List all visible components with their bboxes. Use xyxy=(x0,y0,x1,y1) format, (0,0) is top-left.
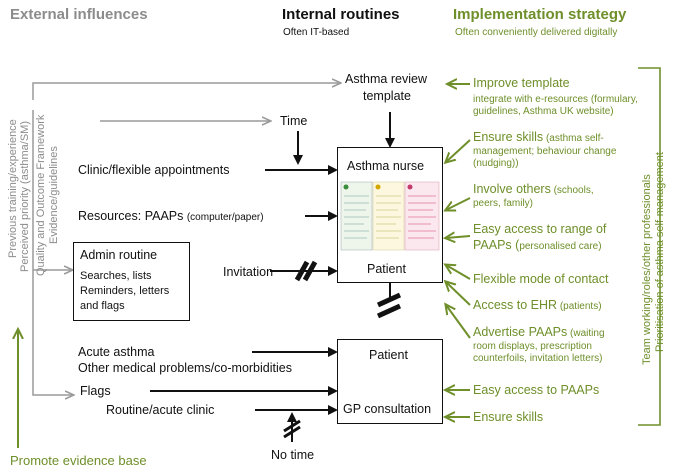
strategy-improve-template: Improve template xyxy=(473,76,570,90)
resources-main: Resources: PAAPs xyxy=(78,209,187,223)
strategy-access-ehr: Access to EHR xyxy=(473,298,558,312)
strategy-ensure-skills: Ensure skills xyxy=(473,130,544,144)
strategy-ensure-skills-detail-1: management; behaviour change xyxy=(473,146,617,157)
gp-consultation-label: GP consultation xyxy=(343,402,432,416)
strategy-access-ehr-inline: (patients) xyxy=(557,301,602,312)
asthma-nurse-box xyxy=(337,147,443,283)
implementation-arrows xyxy=(446,84,471,417)
admin-routine-title: Admin routine xyxy=(80,248,158,262)
external-arrows xyxy=(32,83,340,395)
external-previous-training: Previous training/experience xyxy=(7,119,19,258)
time-label: Time xyxy=(280,114,308,128)
acute-asthma-label: Acute asthma xyxy=(78,345,155,359)
right-prioritisation: Prioritisation of asthma self-management xyxy=(654,152,666,352)
strategy-involve-others-inline: (schools, xyxy=(550,185,594,196)
header-implementation-strategy: Implementation strategy xyxy=(453,6,627,23)
promote-evidence-base: Promote evidence base xyxy=(10,453,147,468)
external-evidence-guidelines: Evidence/guidelines xyxy=(48,146,60,244)
invitation-label: Invitation xyxy=(223,265,274,279)
patient-label-top: Patient xyxy=(367,262,406,276)
paap-thumbnails xyxy=(340,181,440,251)
team-bracket xyxy=(638,67,661,426)
patient-gp-box xyxy=(337,339,443,424)
clinic-appointments-label: Clinic/flexible appointments xyxy=(78,163,230,177)
internal-arrows xyxy=(150,112,395,442)
strategy-improve-template-detail-2: guidelines, Asthma UK website) xyxy=(473,106,614,117)
admin-routine-box xyxy=(73,242,190,321)
strategy-involve-others-detail: peers, family) xyxy=(473,198,534,209)
strategy-ensure-skills-inline: (asthma self- xyxy=(543,133,604,144)
header-internal-subtitle: Often IT-based xyxy=(283,27,350,38)
strategy-advertise-paaps-inline: (waiting xyxy=(567,328,605,339)
strategy-easy-access-range: Easy access to range of xyxy=(473,222,607,236)
patient-label-bottom: Patient xyxy=(369,348,408,362)
strategy-advertise-paaps-detail-2: counterfoils, invitation letters) xyxy=(473,353,603,364)
admin-line-reminders: Reminders, letters xyxy=(80,285,170,297)
resources-paaps-label: Resources: PAAPs (computer/paper) xyxy=(78,209,264,225)
header-external-influences: External influences xyxy=(10,6,148,23)
right-team-working: Team working/roles/other professionals xyxy=(641,174,653,365)
header-implementation-subtitle: Often conveniently delivered digitally xyxy=(455,27,618,38)
strategy-ensure-skills-detail-2: (nudging)) xyxy=(473,158,519,169)
external-perceived-priority: Perceived priority (asthma/SM) xyxy=(19,121,31,272)
admin-line-searches: Searches, lists xyxy=(80,270,152,282)
strategy-flexible-contact: Flexible mode of contact xyxy=(473,272,609,286)
strategy-easy-access-range-detail: personalised care) xyxy=(519,241,602,252)
flags-label: Flags xyxy=(80,384,111,398)
strategy-easy-access-range-paaps: PAAPs ( xyxy=(473,238,520,252)
strategy-involve-others: Involve others xyxy=(473,182,551,196)
strategy-easy-access-paaps: Easy access to PAAPs xyxy=(473,383,600,397)
no-time-label: No time xyxy=(271,448,315,462)
strategy-improve-template-detail-1: integrate with e-resources (formulary, xyxy=(473,94,638,105)
strategy-advertise-paaps-detail-1: room displays, prescription xyxy=(473,341,592,352)
no-time-break xyxy=(283,419,301,439)
admin-line-flags: and flags xyxy=(80,300,125,312)
asthma-nurse-label: Asthma nurse xyxy=(347,159,425,173)
comorbidities-label: Other medical problems/co-morbidities xyxy=(78,361,292,375)
external-qof: Quality and Outcome Framework xyxy=(35,114,47,276)
asthma-review-template-line2: template xyxy=(363,89,411,103)
resources-small: (computer/paper) xyxy=(186,212,264,223)
header-internal-routines: Internal routines xyxy=(282,6,400,23)
strategy-ensure-skills-gp: Ensure skills xyxy=(473,410,544,424)
asthma-review-template-line1: Asthma review xyxy=(345,72,427,86)
routine-acute-clinic-label: Routine/acute clinic xyxy=(106,403,215,417)
strategy-advertise-paaps: Advertise PAAPs xyxy=(473,325,568,339)
break-marks xyxy=(294,260,402,319)
